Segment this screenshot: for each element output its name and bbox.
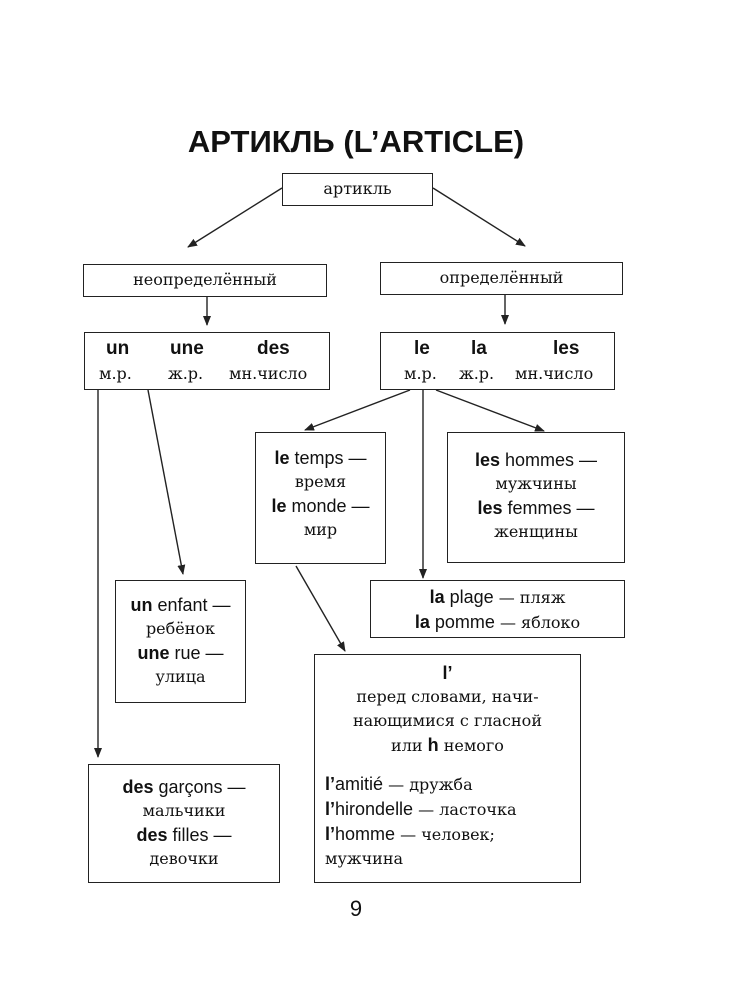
elision-box: l’ перед словами, начи- нающимися с глас… <box>314 654 581 883</box>
example-line: les hommes — <box>474 450 598 470</box>
les-examples-box: les hommes — мужчины les femmes — женщин… <box>447 432 625 563</box>
arrow-un-une-to-singular-examples <box>147 389 186 575</box>
gender-plural: мн.число <box>229 364 308 383</box>
definite-label-box: определённый <box>380 262 623 295</box>
elision-example: l’homme — человек; <box>325 824 495 844</box>
gender-feminine: ж.р. <box>459 364 495 383</box>
arrow-root-to-indefinite <box>187 187 283 248</box>
elision-rule-line: перед словами, начи- <box>356 687 539 706</box>
example-line: le monde — <box>271 496 370 516</box>
elision-example: l’amitié — дружба <box>325 774 473 794</box>
translation: ребёнок <box>145 619 216 638</box>
gender-plural: мн.число <box>515 364 594 383</box>
translation: женщины <box>494 522 578 541</box>
example-line: des filles — <box>136 825 232 845</box>
indefinite-label: неопределённый <box>133 270 277 289</box>
gender-masculine: м.р. <box>99 364 132 383</box>
example-line: les femmes — <box>477 498 595 518</box>
arrow-le-examples-to-elision <box>295 565 346 652</box>
definite-articles-box: le la les м.р. ж.р. мн.число <box>380 332 615 390</box>
article-le: le <box>414 338 430 359</box>
elision-example: l’hirondelle — ласточка <box>325 799 517 819</box>
le-examples-box: le temps — время le monde — мир <box>255 432 386 564</box>
root-box: артикль <box>282 173 433 206</box>
gender-feminine: ж.р. <box>168 364 204 383</box>
example-line: la plage — пляж <box>429 587 566 607</box>
definite-label: определённый <box>439 268 564 287</box>
article-un: un <box>106 338 130 359</box>
elision-rule-line: нающимися с гласной <box>353 711 542 730</box>
indefinite-articles-box: un une des м.р. ж.р. мн.число <box>84 332 330 390</box>
elision-rule-line: или h немого <box>391 735 504 755</box>
arrow-root-to-definite <box>432 187 526 247</box>
translation: мир <box>303 520 338 539</box>
plural-indefinite-examples-box: des garçons — мальчики des filles — дево… <box>88 764 280 883</box>
translation: девочки <box>149 849 219 868</box>
article-des: des <box>257 338 290 359</box>
elision-last-line: мужчина <box>325 849 404 868</box>
translation: мальчики <box>142 801 226 820</box>
translation: время <box>294 472 347 491</box>
translation: мужчины <box>495 474 577 493</box>
gender-masculine: м.р. <box>404 364 437 383</box>
example-line: une rue — <box>137 643 224 663</box>
arrow-les-to-examples <box>435 389 545 432</box>
page-title: АРТИКЛЬ (L’ARTICLE) <box>187 124 525 159</box>
article-les: les <box>553 338 580 359</box>
article-une: une <box>170 338 204 359</box>
la-examples-box: la plage — пляж la pomme — яблоко <box>370 580 625 638</box>
elision-heading: l’ <box>442 663 453 683</box>
translation: улица <box>155 667 206 686</box>
arrow-le-to-examples <box>304 389 411 431</box>
root-label: артикль <box>323 179 392 198</box>
example-line: la pomme — яблоко <box>414 612 581 632</box>
page-number: 9 <box>349 896 363 921</box>
example-line: des garçons — <box>122 777 246 797</box>
singular-indefinite-examples-box: un enfant — ребёнок une rue — улица <box>115 580 246 703</box>
indefinite-label-box: неопределённый <box>83 264 327 297</box>
example-line: le temps — <box>274 448 367 468</box>
article-la: la <box>471 338 487 359</box>
example-line: un enfant — <box>130 595 231 615</box>
